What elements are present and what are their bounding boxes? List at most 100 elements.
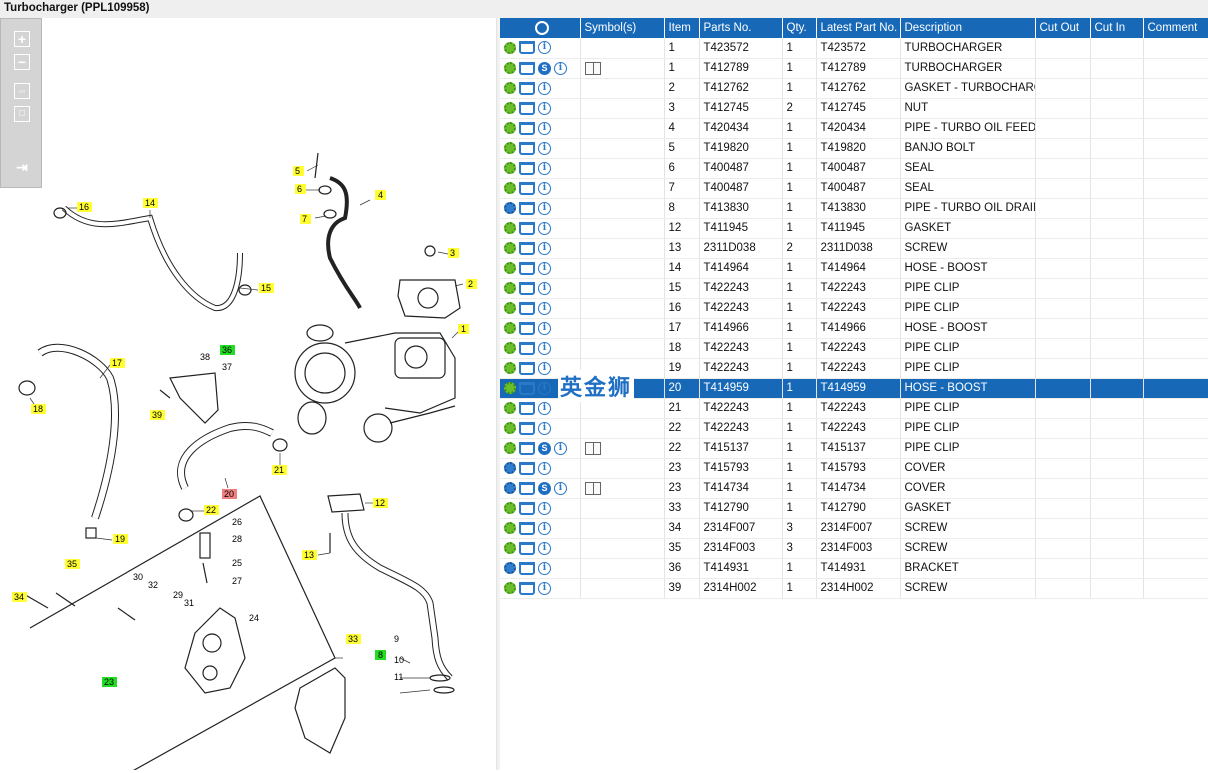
info-icon[interactable]: i	[538, 341, 551, 355]
info-icon[interactable]: i	[554, 441, 567, 455]
search-icon[interactable]	[534, 21, 549, 35]
cart-icon[interactable]	[519, 361, 535, 375]
supersession-icon[interactable]: S	[538, 441, 551, 455]
cart-icon[interactable]	[519, 301, 535, 315]
supersession-icon[interactable]: S	[538, 481, 551, 495]
parts-diagram[interactable]: 5 6 4 7 3 2 1 16 14 15 17 18 19 20 21 22…	[0, 18, 496, 773]
info-icon[interactable]: i	[538, 241, 551, 255]
gear-icon[interactable]	[504, 302, 516, 314]
header-item[interactable]: Item	[664, 18, 700, 38]
gear-icon[interactable]	[504, 322, 516, 334]
cart-icon[interactable]	[519, 221, 535, 235]
info-icon[interactable]: i	[538, 181, 551, 195]
info-icon[interactable]: i	[538, 561, 551, 575]
header-symbols[interactable]: Symbol(s)	[580, 18, 665, 38]
info-icon[interactable]: i	[538, 261, 551, 275]
supersession-icon[interactable]: S	[538, 61, 551, 75]
gear-icon[interactable]	[504, 382, 516, 394]
gear-icon[interactable]	[504, 342, 516, 354]
cart-icon[interactable]	[519, 441, 535, 455]
info-icon[interactable]: i	[538, 41, 551, 55]
gear-icon[interactable]	[504, 182, 516, 194]
info-icon[interactable]: i	[538, 141, 551, 155]
gear-group-icon[interactable]	[504, 562, 516, 574]
info-icon[interactable]: i	[538, 421, 551, 435]
info-icon[interactable]: i	[538, 101, 551, 115]
gear-group-icon[interactable]	[504, 462, 516, 474]
info-icon[interactable]: i	[538, 121, 551, 135]
cart-icon[interactable]	[519, 561, 535, 575]
book-icon[interactable]	[584, 61, 601, 75]
info-icon[interactable]: i	[538, 581, 551, 595]
gear-icon[interactable]	[504, 162, 516, 174]
info-icon[interactable]: i	[538, 381, 551, 395]
zoom-in-icon[interactable]: +	[12, 29, 32, 49]
actual-size-icon[interactable]: □	[12, 104, 32, 124]
gear-icon[interactable]	[504, 102, 516, 114]
info-icon[interactable]: i	[538, 161, 551, 175]
gear-icon[interactable]	[504, 82, 516, 94]
gear-icon[interactable]	[504, 262, 516, 274]
gear-icon[interactable]	[504, 422, 516, 434]
cart-icon[interactable]	[519, 201, 535, 215]
gear-icon[interactable]	[504, 222, 516, 234]
fit-page-icon[interactable]: ▫▫	[12, 81, 32, 101]
cart-icon[interactable]	[519, 81, 535, 95]
cart-icon[interactable]	[519, 261, 535, 275]
gear-icon[interactable]	[504, 502, 516, 514]
info-icon[interactable]: i	[538, 461, 551, 475]
info-icon[interactable]: i	[554, 61, 567, 75]
gear-icon[interactable]	[504, 142, 516, 154]
book-icon[interactable]	[584, 441, 601, 455]
gear-group-icon[interactable]	[504, 482, 516, 494]
cart-icon[interactable]	[519, 581, 535, 595]
cart-icon[interactable]	[519, 281, 535, 295]
gear-icon[interactable]	[504, 402, 516, 414]
gear-icon[interactable]	[504, 442, 516, 454]
gear-icon[interactable]	[504, 362, 516, 374]
cart-icon[interactable]	[519, 501, 535, 515]
panel-toggle-icon[interactable]: ⇥	[16, 159, 28, 175]
gear-group-icon[interactable]	[504, 202, 516, 214]
cart-icon[interactable]	[519, 341, 535, 355]
info-icon[interactable]: i	[538, 521, 551, 535]
zoom-out-icon[interactable]: −	[12, 52, 32, 72]
gear-icon[interactable]	[504, 242, 516, 254]
gear-icon[interactable]	[504, 542, 516, 554]
gear-icon[interactable]	[504, 41, 516, 54]
info-icon[interactable]: i	[538, 541, 551, 555]
cart-icon[interactable]	[519, 321, 535, 335]
header-latest-part-no[interactable]: Latest Part No.	[816, 18, 901, 38]
info-icon[interactable]: i	[538, 281, 551, 295]
header-parts-no[interactable]: Parts No.	[699, 18, 783, 38]
cart-icon[interactable]	[519, 121, 535, 135]
info-icon[interactable]: i	[538, 321, 551, 335]
gear-icon[interactable]	[504, 522, 516, 534]
info-icon[interactable]: i	[538, 301, 551, 315]
cart-icon[interactable]	[519, 461, 535, 475]
info-icon[interactable]: i	[538, 81, 551, 95]
cart-icon[interactable]	[519, 141, 535, 155]
search-column-header[interactable]	[500, 18, 581, 38]
cart-icon[interactable]	[519, 101, 535, 115]
